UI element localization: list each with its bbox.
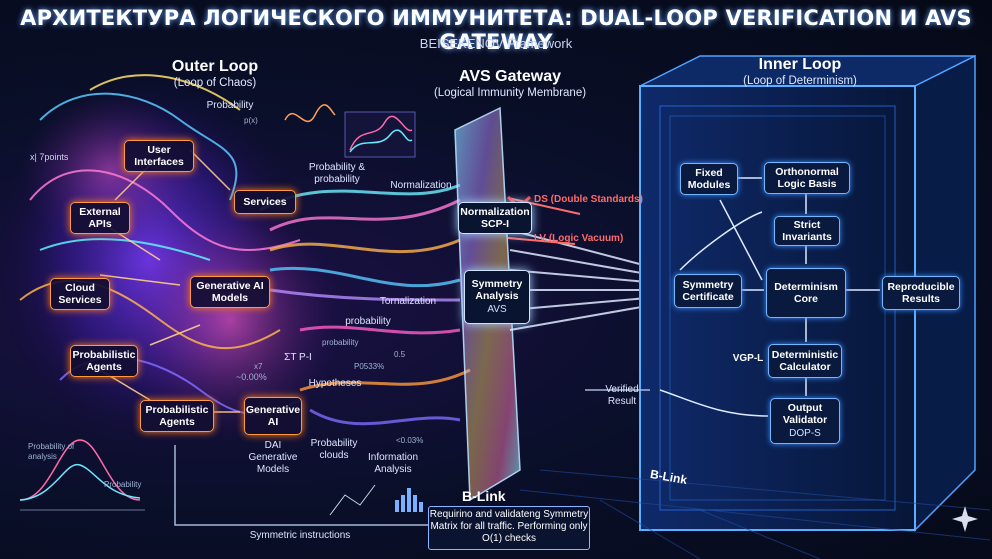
label-pct-000: ~0.00% <box>236 372 267 382</box>
label-normalization: Normalization <box>390 180 452 191</box>
label-dai-models: DAI Generative Models <box>248 440 298 475</box>
label-logic-vacuum: LV (Logic Vacuum) <box>534 233 624 244</box>
label-x17-points: x| 7points <box>30 152 69 162</box>
label-sum-p: ΣT P-I <box>284 352 312 363</box>
label-vgp-l: VGP-L <box>732 353 764 364</box>
symmetric-return-path <box>174 389 650 526</box>
label-tornalization: Tornalization <box>379 296 437 307</box>
label-p0533: P0533% <box>354 362 385 371</box>
label-hypotheses: Hypotheses <box>308 378 362 389</box>
blink-description: Requirino and validateng Symmetry Matrix… <box>428 506 590 550</box>
page-subtitle: BEISEKENOV Framework <box>419 36 573 51</box>
node-user-interfaces: User Interfaces <box>124 140 194 172</box>
gateway-title: AVS Gateway <box>459 68 561 85</box>
outer-arrows <box>99 149 240 413</box>
node-generative-ai-models: Generative AI Models <box>190 276 270 308</box>
node-cloud-services: Cloud Services <box>50 278 110 310</box>
decorative-mini-charts <box>19 104 423 516</box>
label-v05: 0.5 <box>394 350 406 359</box>
sparkle-icon <box>952 506 978 532</box>
label-prob-and-prob: Probability & probability <box>308 162 366 185</box>
label-probability-2: probability <box>345 316 391 327</box>
inner-loop-subtitle: (Loop of Determinism) <box>743 75 857 87</box>
node-deterministic-calculator: Deterministic Calculator <box>768 344 842 378</box>
label-verified-result: Verified Result <box>605 384 639 407</box>
node-determinism-core: Determinism Core <box>766 268 846 318</box>
node-avs-label: AVS <box>487 304 507 315</box>
outer-loop-subtitle: (Loop of Chaos) <box>173 77 257 89</box>
chaos-cloud <box>0 70 340 450</box>
node-dop-s-label: DOP-S <box>789 428 821 439</box>
node-symmetry-analysis: Symmetry Analysis AVS <box>464 270 530 324</box>
label-prob-analysis: Probability of analysis <box>28 442 75 461</box>
label-probability-3: Probability <box>104 480 142 489</box>
label-x7: x7 <box>254 362 263 371</box>
node-fixed-modules: Fixed Modules <box>680 163 738 195</box>
label-info-analysis: Information Analysis <box>367 452 419 475</box>
label-p-x: p(x) <box>244 116 258 125</box>
node-orthonormal-basis: Orthonormal Logic Basis <box>764 162 850 194</box>
inner-arrows <box>659 177 880 417</box>
floor-grid <box>519 469 991 559</box>
node-symmetry-analysis-label: Symmetry Analysis <box>471 278 523 302</box>
node-probabilistic-agents-1: Probabilistic Agents <box>70 345 138 377</box>
data-streams <box>259 183 471 426</box>
label-prob-clouds: Probability clouds <box>310 438 358 461</box>
node-output-validator-label: Output Validator <box>782 402 828 426</box>
label-lt003: <0.03% <box>396 436 424 445</box>
node-external-apis: External APIs <box>70 202 130 234</box>
node-generative-ai: Generative AI <box>244 397 302 435</box>
label-probability-small: probability <box>322 338 359 347</box>
node-normalization-scp: Normalization SCP-I <box>458 202 532 234</box>
inner-loop-title: Inner Loop <box>758 56 842 73</box>
page-title: АРХИТЕКТУРА ЛОГИЧЕСКОГО ИММУНИТЕТА: DUAL… <box>20 6 972 54</box>
node-probabilistic-agents-2: Probabilistic Agents <box>140 400 214 432</box>
blink-title: B-Link <box>462 488 506 504</box>
label-probability: Probability <box>206 100 254 111</box>
node-reproducible-results: Reproducible Results <box>882 276 960 310</box>
node-services: Services <box>234 190 296 214</box>
node-output-validator: Output Validator DOP-S <box>770 398 840 444</box>
label-symmetric-instructions: Symmetric instructions <box>249 530 351 541</box>
node-strict-invariants: Strict Invariants <box>774 216 840 246</box>
outer-loop-title: Outer Loop <box>171 58 259 75</box>
gateway-subtitle: (Logical Immunity Membrane) <box>433 87 587 99</box>
node-symmetry-certificate: Symmetry Certificate <box>674 274 742 308</box>
label-double-standards: DS (Double Standards) <box>534 194 643 205</box>
